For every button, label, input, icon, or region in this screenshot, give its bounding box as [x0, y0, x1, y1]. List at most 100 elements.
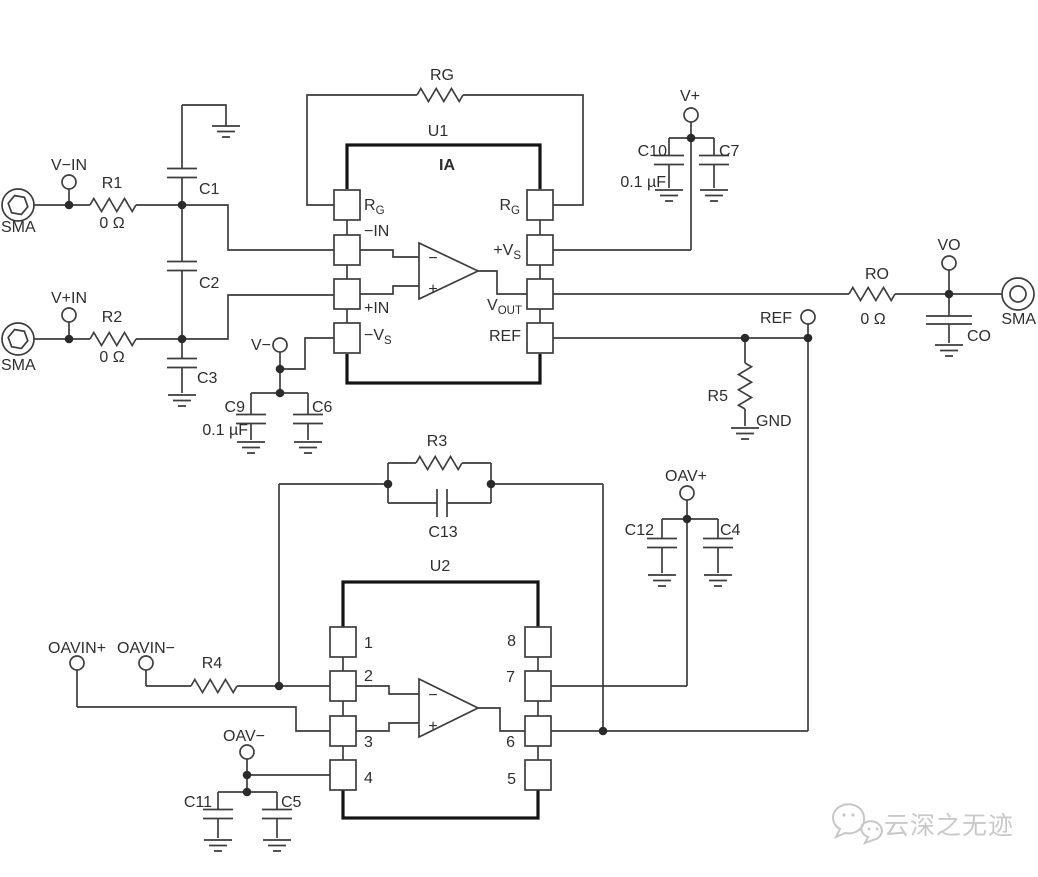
u1-opamp-icon: [418, 241, 480, 301]
sma-outer-ring-icon: [1001, 277, 1035, 311]
u1-opamp-minus: −: [428, 250, 437, 267]
u2-opamp-plus: +: [428, 718, 437, 735]
u2-pin-label-3: 3: [364, 734, 373, 751]
value: 0 Ω: [99, 215, 124, 232]
capacitor-c11: C11: [184, 794, 234, 820]
u1-ia-block: U1 IA RG −IN +IN −VS RG +VS VOUT REF − +: [333, 123, 554, 385]
junction-dot: [682, 514, 692, 524]
sma-hex-icon: [7, 194, 29, 216]
resistor-r3: R3: [415, 433, 463, 471]
u1-pin-label-vout: VOUT: [487, 297, 522, 317]
u2-pin-label-2: 2: [364, 668, 373, 685]
ground-icon: [211, 125, 241, 138]
junction-dot: [944, 289, 954, 299]
testpoint-v-pos-in: V+IN: [51, 290, 87, 323]
capacitor-c4: C4: [702, 522, 741, 549]
junction-dot: [64, 200, 74, 210]
testpoint-icon: [138, 655, 154, 671]
testpoint-oav-minus: OAV−: [223, 728, 265, 760]
u2-pin-8: [524, 626, 552, 658]
u2-opamp-icon: [418, 677, 480, 739]
sma-label: SMA: [1001, 311, 1036, 328]
port-label: REF: [760, 310, 792, 327]
junction-dot: [275, 364, 285, 374]
u2-pin-1: [329, 626, 357, 658]
sma-connector-input-bottom: SMA: [1, 322, 36, 374]
capacitor-icon: [926, 315, 972, 325]
u1-pin-pos-in: [333, 278, 361, 310]
refdes: C1: [199, 181, 220, 198]
ground-symbols: [167, 125, 964, 852]
testpoint-v-minus: V−: [251, 337, 288, 354]
resistor-icon: [190, 678, 238, 694]
u1-pin-neg-in: [333, 234, 361, 266]
resistor-icon: [848, 286, 896, 302]
testpoint-icon: [272, 337, 288, 353]
capacitor-icon: [166, 167, 198, 179]
u1-pin-label-ref: REF: [489, 328, 521, 345]
resistor-icon: [89, 197, 137, 213]
testpoint-oav-plus: OAV+: [665, 468, 707, 501]
port-label: V−IN: [51, 157, 87, 174]
junction-dot: [740, 333, 750, 343]
resistor-icon: [416, 87, 464, 103]
sma-outer-ring-icon: [1, 322, 35, 356]
u2-pin-label-8: 8: [507, 633, 516, 650]
capacitor-icon: [646, 537, 678, 549]
u1-opamp-plus: +: [428, 281, 437, 298]
junction-dots: [64, 133, 954, 797]
u1-pin-label-pos-in: +IN: [364, 300, 389, 317]
refdes: R4: [202, 655, 223, 672]
capacitor-c2: C2: [166, 260, 220, 292]
u2-designator: U2: [430, 558, 451, 575]
port-label: OAVIN−: [117, 640, 175, 657]
refdes: R3: [427, 433, 448, 450]
capacitor-c1: C1: [166, 167, 220, 198]
capacitor-c12: C12: [625, 522, 678, 549]
refdes: C13: [428, 524, 457, 541]
resistor-r1: R1 0 Ω: [89, 175, 137, 232]
u2-pin-label-1: 1: [364, 635, 373, 652]
refdes: C2: [199, 275, 220, 292]
refdes: C10: [638, 143, 667, 160]
u1-pin-neg-vs: [333, 322, 361, 354]
junction-dot: [177, 200, 187, 210]
value: 0.1 µF: [202, 422, 248, 439]
u2-pin-6: [524, 715, 552, 747]
port-label: OAV+: [665, 468, 707, 485]
u1-pin-rg-right: [526, 189, 554, 221]
testpoint-v-plus: V+: [680, 88, 700, 123]
refdes: C11: [184, 794, 212, 811]
capacitor-c5: C5: [261, 794, 302, 820]
testpoint-icon: [61, 174, 77, 190]
sma-label: SMA: [1, 219, 36, 236]
refdes: C12: [625, 522, 654, 539]
u2-pin-label-5: 5: [507, 771, 516, 788]
u1-pin-label-neg-vs: −VS: [364, 327, 392, 347]
resistor-r2: R2 0 Ω: [89, 309, 137, 366]
ground-icon: [699, 189, 729, 202]
testpoint-oavin-minus: OAVIN−: [117, 640, 175, 671]
testpoint-oavin-plus: OAVIN+: [48, 640, 106, 671]
ground-icon: [730, 427, 760, 440]
refdes: C6: [312, 399, 333, 416]
u1-pin-rg-left: [333, 189, 361, 221]
ground-icon: [934, 344, 964, 357]
testpoint-icon: [61, 307, 77, 323]
ground-icon: [167, 394, 197, 407]
u1-pin-pos-vs: [526, 234, 554, 266]
sma-outer-ring-icon: [1, 188, 35, 222]
testpoint-ref: REF: [760, 309, 816, 327]
port-label: V+IN: [51, 290, 87, 307]
refdes: CO: [967, 328, 991, 345]
watermark-text: 云深之无迹: [884, 812, 1014, 840]
testpoint-icon: [800, 309, 816, 325]
value: 0 Ω: [860, 311, 885, 328]
watermark: 云深之无迹: [832, 803, 1014, 845]
ground-icon: [654, 189, 684, 202]
u2-pin-7: [524, 670, 552, 702]
port-label: OAV−: [223, 728, 265, 745]
gnd-label: GND: [756, 413, 792, 430]
u2-pin-2: [329, 670, 357, 702]
u1-pin-label-pos-vs: +VS: [493, 242, 521, 262]
